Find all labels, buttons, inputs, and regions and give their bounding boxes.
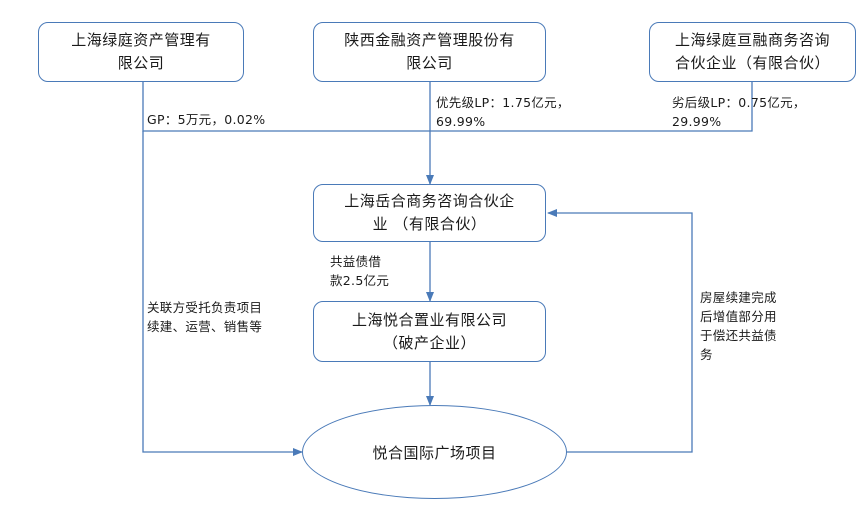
edge-label-repay: 房屋续建完成 后增值部分用 于偿还共益债 务 (700, 290, 777, 362)
node-shanghai-lvting-genrong: 上海绿庭亘融商务咨询 合伙企业（有限合伙） (649, 22, 856, 82)
node-shaanxi-finance: 陕西金融资产管理股份有 限公司 (313, 22, 546, 82)
node-label: 悦合国际广场项目 (372, 443, 497, 462)
node-shanghai-lvting-asset: 上海绿庭资产管理有 限公司 (38, 22, 244, 82)
node-label: 上海岳合商务咨询合伙企 业 （有限合伙） (344, 192, 515, 233)
edge-label-gp: GP：5万元，0.02% (147, 112, 266, 127)
edge-label-debt: 共益债借 款2.5亿元 (330, 254, 390, 288)
edge-label-related-party: 关联方受托负责项目 续建、运营、销售等 (147, 300, 263, 334)
node-label: 上海绿庭资产管理有 限公司 (71, 31, 211, 72)
repay-connector (547, 209, 693, 453)
subordinate-connector (430, 82, 753, 132)
node-shanghai-yuehe-property: 上海悦合置业有限公司 （破产企业） (313, 301, 546, 362)
node-label: 上海悦合置业有限公司 （破产企业） (351, 310, 507, 352)
node-shanghai-yuehe: 上海岳合商务咨询合伙企 业 （有限合伙） (313, 184, 546, 242)
node-label: 上海绿庭亘融商务咨询 合伙企业（有限合伙） (674, 31, 830, 72)
edge-label-subordinate-lp: 劣后级LP：0.75亿元， 29.99% (672, 95, 806, 129)
edge-label-priority-lp: 优先级LP：1.75亿元， 69.99% (436, 95, 570, 129)
node-project: 悦合国际广场项目 (302, 405, 567, 499)
related-party-connector (142, 131, 303, 456)
node-label: 陕西金融资产管理股份有 限公司 (344, 31, 515, 72)
